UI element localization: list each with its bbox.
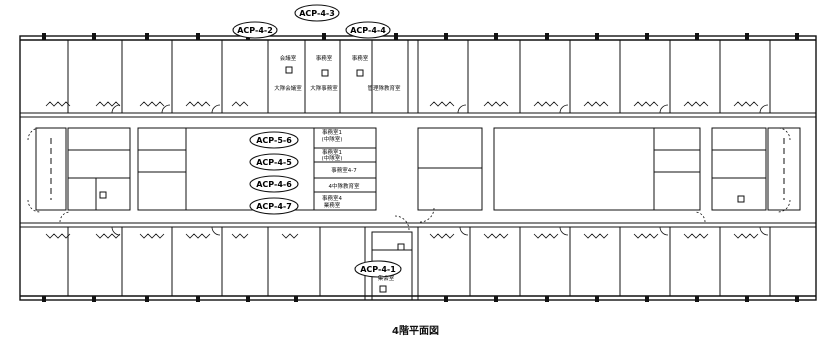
room-admin: 管理隊教育室 — [367, 84, 401, 92]
drawing-caption: 4階平面図 — [392, 326, 439, 337]
acp-label-4-6: ACP-4-6 — [249, 175, 299, 193]
acp-label-4-4: ACP-4-4 — [345, 21, 391, 39]
acp-label-4-1: ACP-4-1 — [354, 260, 402, 278]
acp-label-4-2: ACP-4-2 — [232, 21, 278, 39]
room-large-meeting: 大隊会議室 — [274, 84, 302, 92]
room-office-d2: (中隊室) — [322, 154, 343, 162]
right-wing-core — [711, 127, 801, 211]
acp-4-3-text: ACP-4-3 — [299, 9, 335, 18]
room-large: 集会室 — [378, 274, 395, 282]
acp-5-6-text: ACP-5-6 — [256, 136, 292, 145]
acp-4-4-text: ACP-4-4 — [350, 26, 386, 35]
corridor-doors — [27, 127, 791, 231]
room-office-c1: 事務室1 — [322, 128, 342, 136]
device-markers — [285, 66, 387, 293]
acp-label-5-6: ACP-5-6 — [249, 131, 299, 149]
room-office-e: 事務室4-7 — [331, 166, 357, 174]
room-office-a: 事務室 — [316, 54, 333, 62]
room-office-f2: 業務室 — [324, 201, 341, 209]
corridor-fixtures — [45, 101, 759, 239]
room-meeting: 会議室 — [280, 54, 297, 62]
acp-label-4-3: ACP-4-3 — [294, 4, 340, 22]
acp-4-5-text: ACP-4-5 — [256, 158, 292, 167]
acp-label-4-5: ACP-4-5 — [249, 153, 299, 171]
acp-4-1-text: ACP-4-1 — [360, 265, 396, 274]
acp-4-2-text: ACP-4-2 — [237, 26, 273, 35]
room-office-c2: (中隊室) — [322, 135, 343, 143]
acp-4-7-text: ACP-4-7 — [256, 202, 292, 211]
acp-4-6-text: ACP-4-6 — [256, 180, 292, 189]
acp-label-4-7: ACP-4-7 — [249, 197, 299, 215]
room-office-d1: 事務室1 — [322, 148, 342, 156]
room-labels: 会議室 事務室 事務室 大隊会議室 大隊事務室 管理隊教育室 事務室1 (中隊室… — [274, 54, 401, 282]
room-large-office: 大隊事務室 — [310, 84, 338, 92]
left-wing-core — [35, 127, 131, 211]
top-room-partitions — [67, 40, 771, 113]
bottom-room-partitions — [67, 227, 771, 300]
room-office-f1: 事務室4 — [322, 194, 343, 202]
central-core — [137, 127, 701, 211]
room-office-b: 事務室 — [352, 54, 369, 62]
room-edu: 4中隊教育室 — [329, 182, 360, 190]
door-swings — [111, 104, 769, 236]
